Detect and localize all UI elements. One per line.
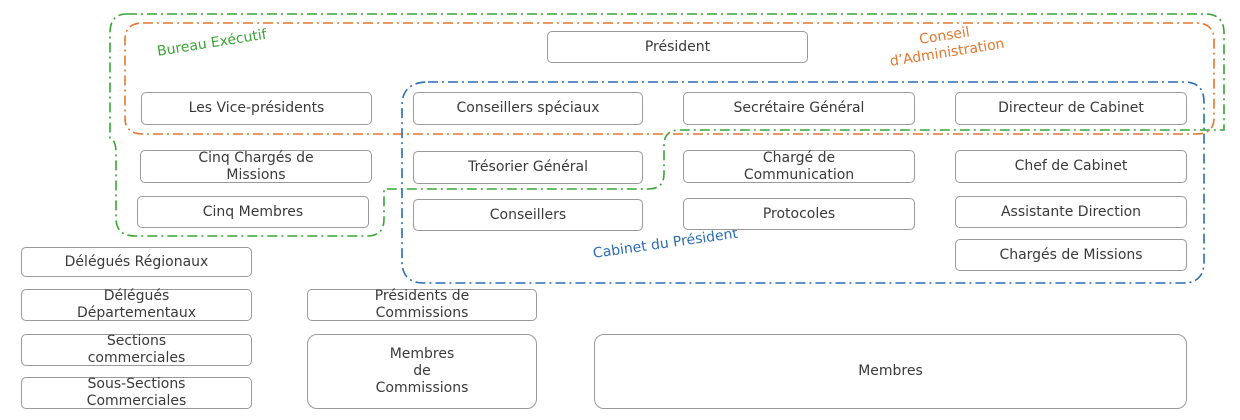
conseillers-speciaux-label: Conseillers spéciaux	[456, 100, 600, 116]
cinq-charges-missions-label: Cinq Chargés de Missions	[198, 149, 314, 183]
charges-missions-box: Chargés de Missions	[955, 239, 1187, 271]
sous-sections-commerciales-box: Sous-Sections Commerciales	[21, 376, 252, 409]
membres-commissions-box: Membres de Commissions	[307, 334, 537, 409]
cinq-membres-label: Cinq Membres	[202, 203, 304, 220]
charges-missions-label: Chargés de Missions	[999, 246, 1143, 263]
sous-sections-commerciales-label: Sous-Sections Commerciales	[86, 376, 187, 409]
tresorier-general-box: Trésorier Général	[413, 151, 643, 184]
conseillers-box: Conseillers	[413, 199, 643, 231]
assistante-direction-box: Assistante Direction	[955, 196, 1187, 228]
presidents-commissions-box: Présidents de Commissions	[307, 288, 537, 321]
president-box: Président	[547, 31, 808, 63]
conseillers-speciaux-box: Conseillers spéciaux	[413, 92, 643, 125]
assistante-direction-label: Assistante Direction	[1000, 203, 1142, 220]
charge-communication-label: Chargé de Communication	[743, 149, 855, 183]
conseil-administration-outline	[124, 22, 1215, 135]
membres-box: Membres	[594, 334, 1187, 409]
vice-presidents-box: Les Vice-présidents	[141, 92, 372, 125]
chef-cabinet-box: Chef de Cabinet	[955, 150, 1187, 183]
secretaire-general-label: Secrétaire Général	[733, 100, 865, 116]
delegues-departementaux-label: Délégués Départementaux	[76, 288, 197, 321]
cinq-charges-missions-box: Cinq Chargés de Missions	[140, 150, 372, 183]
delegues-regionaux-label: Délégués Régionaux	[64, 253, 209, 270]
sections-commerciales-box: Sections commerciales	[21, 333, 252, 366]
chef-cabinet-label: Chef de Cabinet	[1014, 158, 1128, 174]
conseillers-label: Conseillers	[489, 206, 567, 223]
directeur-cabinet-label: Directeur de Cabinet	[998, 100, 1144, 116]
cinq-membres-box: Cinq Membres	[137, 196, 369, 228]
vice-presidents-label: Les Vice-présidents	[188, 100, 325, 116]
directeur-cabinet-box: Directeur de Cabinet	[955, 92, 1187, 125]
delegues-regionaux-box: Délégués Régionaux	[21, 247, 252, 277]
charge-communication-box: Chargé de Communication	[683, 150, 915, 183]
sections-commerciales-label: Sections commerciales	[87, 333, 186, 366]
president-label: Président	[644, 38, 711, 55]
protocoles-label: Protocoles	[762, 205, 836, 222]
protocoles-box: Protocoles	[683, 198, 915, 230]
presidents-commissions-label: Présidents de Commissions	[374, 288, 470, 321]
delegues-departementaux-box: Délégués Départementaux	[21, 288, 252, 321]
secretaire-general-box: Secrétaire Général	[683, 92, 915, 125]
membres-label: Membres	[858, 363, 923, 379]
membres-commissions-label: Membres de Commissions	[375, 346, 469, 396]
cabinet-president-outline	[401, 81, 1205, 284]
tresorier-general-label: Trésorier Général	[467, 159, 589, 175]
